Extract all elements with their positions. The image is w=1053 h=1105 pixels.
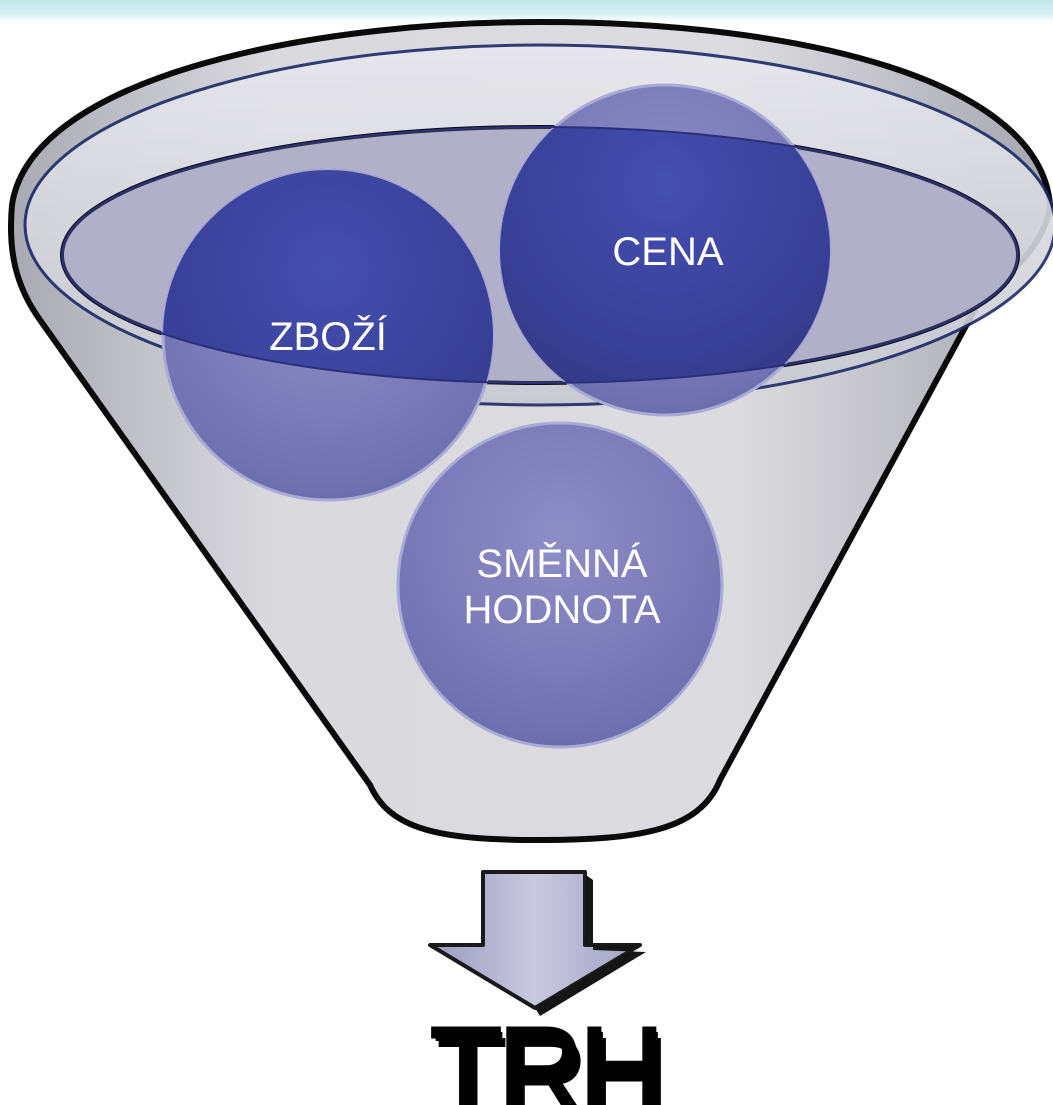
label-smenna: SMĚNNÁ <box>476 541 647 586</box>
circle-cena-top <box>500 127 830 383</box>
circle-smenna-hodnota <box>396 421 724 749</box>
label-zbozi: ZBOŽÍ <box>269 314 388 359</box>
circle-zbozi-top <box>163 170 493 383</box>
funnel-glass <box>61 126 1019 384</box>
result-label: TRH <box>429 1003 667 1105</box>
down-arrow-icon <box>428 870 642 1010</box>
top-band <box>0 0 1053 22</box>
label-cena: CENA <box>612 230 723 274</box>
label-hodnota: HODNOTA <box>463 588 660 632</box>
